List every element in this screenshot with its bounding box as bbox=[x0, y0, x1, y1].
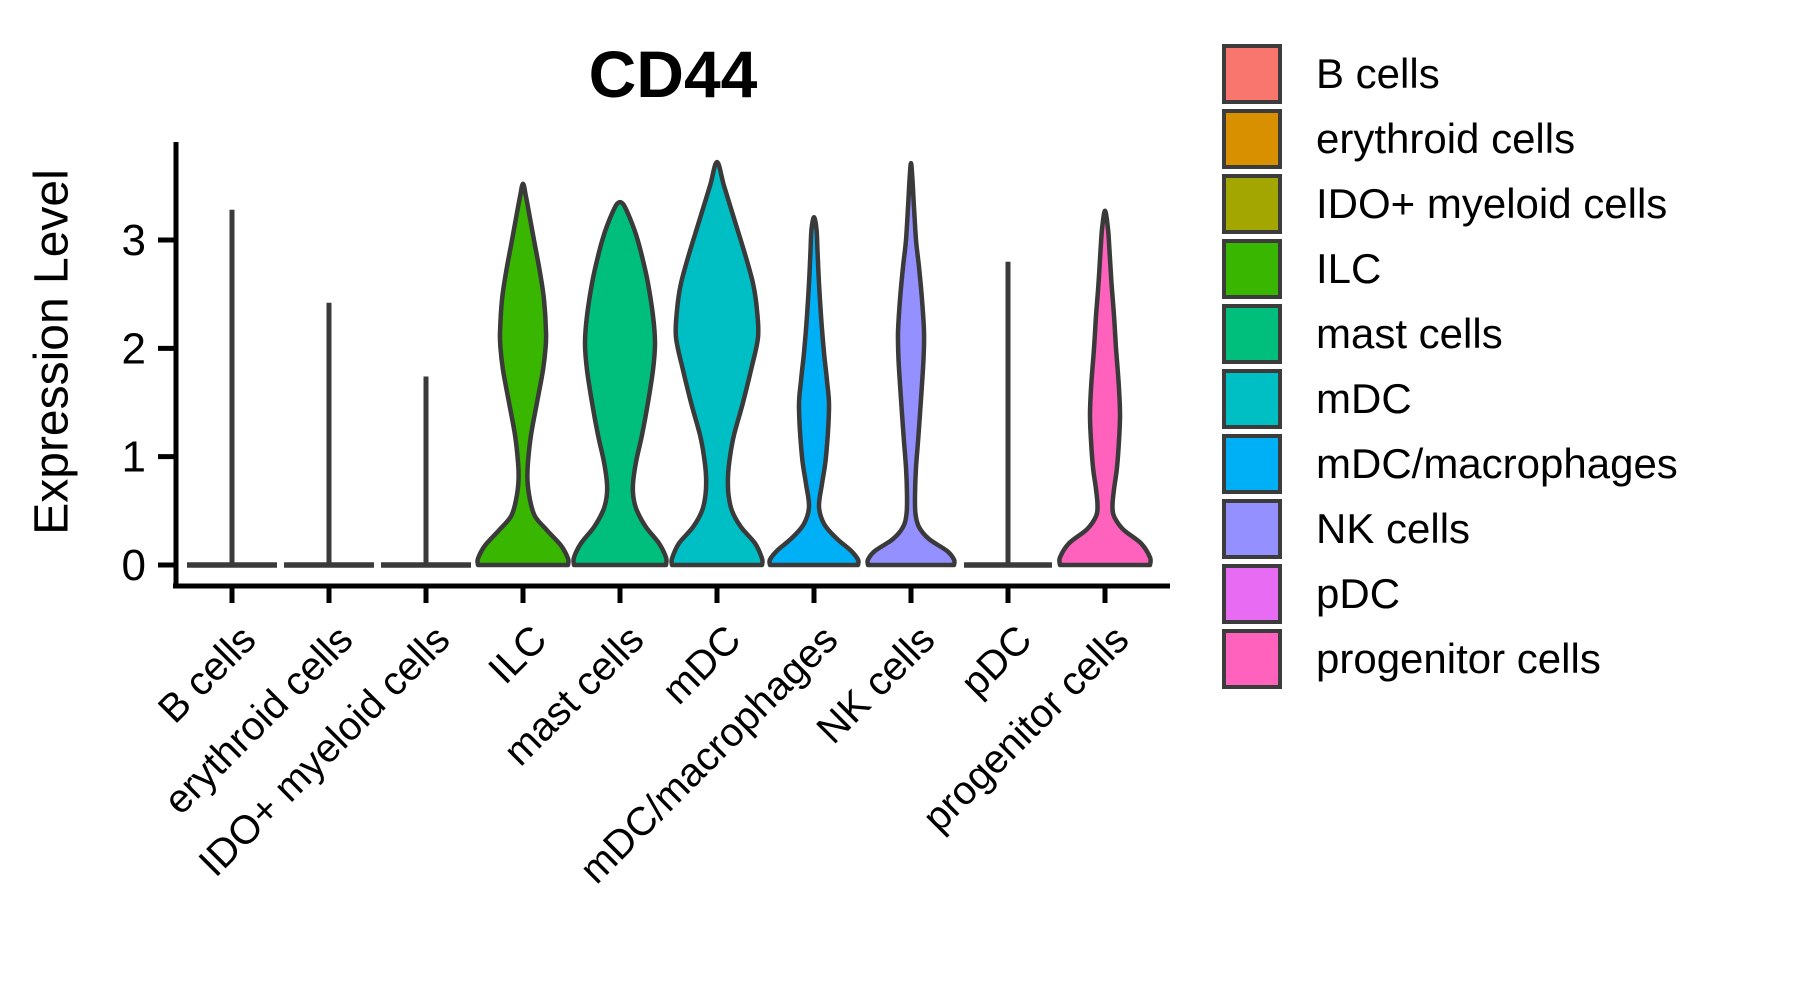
legend-label: pDC bbox=[1316, 570, 1401, 617]
y-tick-label: 1 bbox=[122, 433, 146, 482]
legend-item-mdc-macrophages: mDC/macrophages bbox=[1222, 434, 1678, 494]
legend-swatch-ido-myeloid-cells bbox=[1222, 174, 1282, 234]
violin-mdc-macrophages bbox=[767, 215, 861, 568]
legend-item-ilc: ILC bbox=[1222, 239, 1678, 299]
legend-item-b-cells: B cells bbox=[1222, 44, 1678, 104]
x-tick-label-ilc: ILC bbox=[480, 617, 555, 692]
legend-label: NK cells bbox=[1316, 505, 1471, 552]
legend-item-progenitor-cells: progenitor cells bbox=[1222, 629, 1678, 689]
legend-swatch-b-cells bbox=[1222, 44, 1282, 104]
legend-label: mDC/macrophages bbox=[1316, 440, 1678, 487]
legend-swatch-mast-cells bbox=[1222, 304, 1282, 364]
legend-item-mdc: mDC bbox=[1222, 369, 1678, 429]
legend-label: IDO+ myeloid cells bbox=[1316, 180, 1668, 227]
legend-item-mast-cells: mast cells bbox=[1222, 304, 1678, 364]
legend-swatch-erythroid-cells bbox=[1222, 109, 1282, 169]
x-tick-label-pdc: pDC bbox=[953, 617, 1041, 705]
legend-label: erythroid cells bbox=[1316, 115, 1576, 162]
y-axis-title: Expression Level bbox=[25, 169, 79, 535]
legend-swatch-pdc bbox=[1222, 564, 1282, 624]
legend-item-ido-myeloid-cells: IDO+ myeloid cells bbox=[1222, 174, 1678, 234]
y-tick-label: 3 bbox=[122, 216, 146, 265]
chart-title: CD44 bbox=[588, 37, 758, 111]
legend-label: mast cells bbox=[1316, 310, 1503, 357]
legend-label: mDC bbox=[1316, 375, 1412, 422]
legend-swatch-mdc-macrophages bbox=[1222, 434, 1282, 494]
legend-item-nk-cells: NK cells bbox=[1222, 499, 1678, 559]
violin-ilc bbox=[475, 181, 571, 568]
violin-mdc bbox=[669, 159, 765, 568]
legend-swatch-nk-cells bbox=[1222, 499, 1282, 559]
legend-swatch-ilc bbox=[1222, 239, 1282, 299]
violin-mast-cells bbox=[571, 199, 669, 568]
violin-nk-cells bbox=[865, 160, 957, 568]
violins-group bbox=[187, 159, 1153, 568]
legend-swatch-mdc bbox=[1222, 369, 1282, 429]
y-tick-label: 2 bbox=[122, 324, 146, 373]
legend-item-pdc: pDC bbox=[1222, 564, 1678, 624]
legend-item-erythroid-cells: erythroid cells bbox=[1222, 109, 1678, 169]
violin-progenitor-cells bbox=[1057, 208, 1153, 568]
legend-label: progenitor cells bbox=[1316, 635, 1601, 682]
legend-label: B cells bbox=[1316, 50, 1440, 97]
y-tick-label: 0 bbox=[122, 541, 146, 590]
legend-label: ILC bbox=[1316, 245, 1382, 292]
legend-swatch-progenitor-cells bbox=[1222, 629, 1282, 689]
y-ticks-group: 0 1 2 3 bbox=[122, 216, 176, 590]
